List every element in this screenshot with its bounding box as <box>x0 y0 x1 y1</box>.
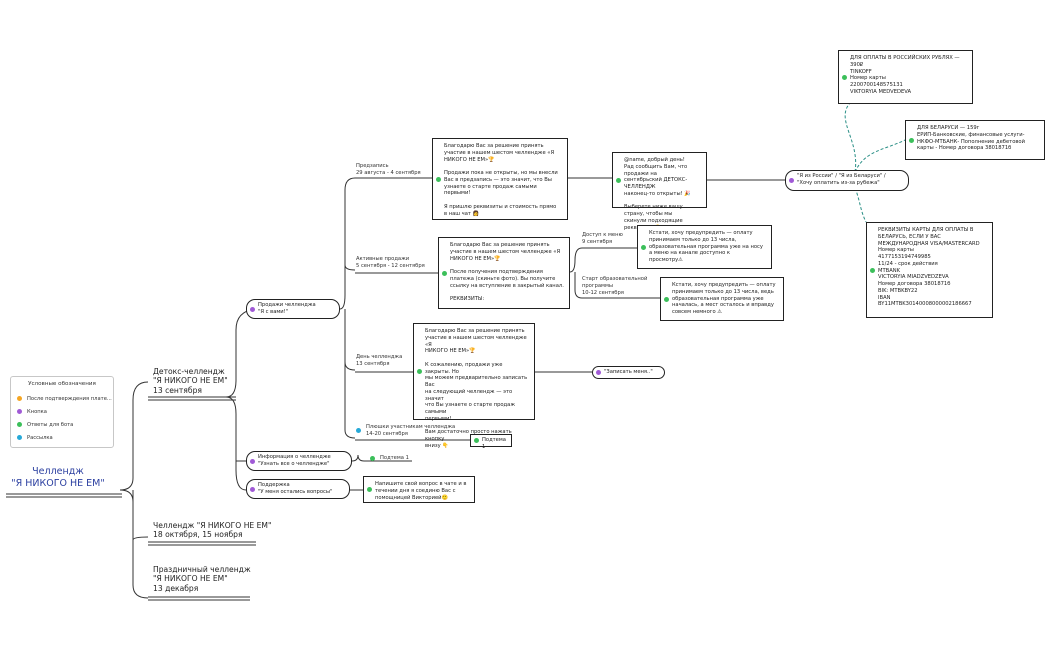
node-text: "Я из России" / "Я из Беларуси" / "Хочу … <box>797 173 886 186</box>
purple-dot-icon <box>250 458 255 464</box>
stage-presale-label[interactable]: Предзапись 29 августа - 4 сентября <box>356 163 421 176</box>
rub-payment-box[interactable]: ДЛЯ ОПЛАТЫ В РОССИЙСКИХ РУБЛЯХ — 390₽ TI… <box>838 50 973 104</box>
purple-dot-icon <box>250 486 255 492</box>
green-dot-icon <box>436 176 441 182</box>
sales-button-node[interactable]: Продажи челленджа "Я с вами!" <box>246 299 340 319</box>
green-dot-icon <box>370 455 375 461</box>
purple-dot-icon <box>250 306 255 312</box>
legend-item-mailing: Рассылка <box>17 434 53 442</box>
edu-warning-box[interactable]: Кстати, хочу предупредить — оплату прини… <box>660 277 784 321</box>
green-dot-icon <box>641 244 646 250</box>
info-button-node[interactable]: Информация о челлендже "Узнать все о чел… <box>246 451 352 471</box>
node-text: Подтема 1 <box>482 437 506 450</box>
presale-message-box[interactable]: Благодарю Вас за решение принять участие… <box>432 138 568 220</box>
node-text: Информация о челлендже "Узнать все о чел… <box>258 454 331 467</box>
purple-dot-icon <box>17 409 22 414</box>
node-text: "Записать меня.." <box>604 369 653 375</box>
node-text: Кстати, хочу предупредить — оплату прини… <box>672 282 776 315</box>
branch-october-challenge[interactable]: Челлендж "Я НИКОГО НЕ ЕМ" 18 октября, 15… <box>153 521 272 540</box>
legend-panel: Условные обозначения После подтверждения… <box>10 376 114 448</box>
perks-subtopic-box[interactable]: Подтема 1 <box>470 434 512 450</box>
blue-dot-icon <box>17 435 22 440</box>
node-text: Напишите свой вопрос в чате и в течении … <box>375 481 467 501</box>
purple-dot-icon <box>789 178 794 183</box>
node-text: Плюшки участникам челленджа 14-20 сентяб… <box>366 424 456 437</box>
legend-item-bot-answers: Ответы для бота <box>17 421 73 429</box>
node-text: Подтема 1 <box>380 455 409 461</box>
info-subtopic[interactable]: Подтема 1 <box>370 455 426 462</box>
green-dot-icon <box>442 270 447 276</box>
branch-detox-challenge[interactable]: Детокс-челлендж "Я НИКОГО НЕ ЕМ" 13 сент… <box>153 367 228 395</box>
legend-label: Ответы для бота <box>27 422 74 428</box>
node-text: Благодарю Вас за решение принять участие… <box>425 328 528 449</box>
orange-dot-icon <box>17 396 22 401</box>
legend-item-payment: После подтверждения плате... <box>17 395 112 403</box>
green-dot-icon <box>367 487 372 492</box>
node-text: ДЛЯ БЕЛАРУСИ — 159г ЕРИП-Банковские, фин… <box>917 125 1025 152</box>
node-text: РЕКВИЗИТЫ КАРТЫ ДЛЯ ОПЛАТЫ В БЕЛАРУСЬ, Е… <box>878 227 980 308</box>
green-dot-icon <box>17 422 22 427</box>
green-dot-icon <box>870 267 875 273</box>
card-payment-box[interactable]: РЕКВИЗИТЫ КАРТЫ ДЛЯ ОПЛАТЫ В БЕЛАРУСЬ, Е… <box>866 222 993 318</box>
green-dot-icon <box>842 74 847 80</box>
legend-title: Условные обозначения <box>28 381 96 387</box>
node-text: Благодарю Вас за решение принять участие… <box>450 242 564 302</box>
node-text: Продажи челленджа "Я с вами!" <box>258 302 316 315</box>
green-dot-icon <box>616 177 621 183</box>
sales-open-message-box[interactable]: @name, добрый день! Рад сообщить Вам, чт… <box>612 152 707 231</box>
node-text: @name, добрый день! Рад сообщить Вам, чт… <box>624 157 691 231</box>
stage-perks-label[interactable]: Плюшки участникам челленджа 14-20 сентяб… <box>356 424 455 438</box>
legend-label: Кнопка <box>27 409 47 415</box>
node-text: Поддержка "У меня остались вопросы" <box>258 482 333 495</box>
byn-payment-box[interactable]: ДЛЯ БЕЛАРУСИ — 159г ЕРИП-Банковские, фин… <box>905 120 1045 160</box>
node-text: ДЛЯ ОПЛАТЫ В РОССИЙСКИХ РУБЛЯХ — 390₽ TI… <box>850 55 960 95</box>
stage-active-label[interactable]: Активные продажи 5 сентября - 12 сентябр… <box>356 256 425 269</box>
node-text: Благодарю Вас за решение принять участие… <box>444 143 558 217</box>
support-message-box[interactable]: Напишите свой вопрос в чате и в течении … <box>363 476 475 503</box>
stage-day-label[interactable]: День челленджа 13 сентября <box>356 354 403 367</box>
blue-dot-icon <box>356 428 361 434</box>
branch-holiday-challenge[interactable]: Праздничный челлендж "Я НИКОГО НЕ ЕМ" 13… <box>153 565 251 593</box>
menu-warning-box[interactable]: Кстати, хочу предупредить — оплату прини… <box>637 225 772 269</box>
green-dot-icon <box>474 438 479 443</box>
active-sales-message-box[interactable]: Благодарю Вас за решение принять участие… <box>438 237 570 309</box>
node-text: Кстати, хочу предупредить — оплату прини… <box>649 230 763 263</box>
green-dot-icon <box>909 137 914 143</box>
signup-button-node[interactable]: "Записать меня.." <box>592 366 665 379</box>
menu-access-label[interactable]: Доступ к меню 9 сентября <box>582 232 623 245</box>
edu-start-label[interactable]: Старт образовательной программы 10-12 се… <box>582 276 648 296</box>
green-dot-icon <box>417 369 422 374</box>
purple-dot-icon <box>596 370 601 375</box>
country-button-node[interactable]: "Я из России" / "Я из Беларуси" / "Хочу … <box>785 170 909 191</box>
legend-label: Рассылка <box>27 435 53 441</box>
support-button-node[interactable]: Поддержка "У меня остались вопросы" <box>246 479 350 499</box>
legend-label: После подтверждения плате... <box>27 396 112 402</box>
day-message-box[interactable]: Благодарю Вас за решение принять участие… <box>413 323 535 449</box>
green-dot-icon <box>664 296 669 302</box>
root-topic[interactable]: Челлендж "Я НИКОГО НЕ ЕМ" <box>11 466 105 490</box>
legend-item-button: Кнопка <box>17 408 47 416</box>
